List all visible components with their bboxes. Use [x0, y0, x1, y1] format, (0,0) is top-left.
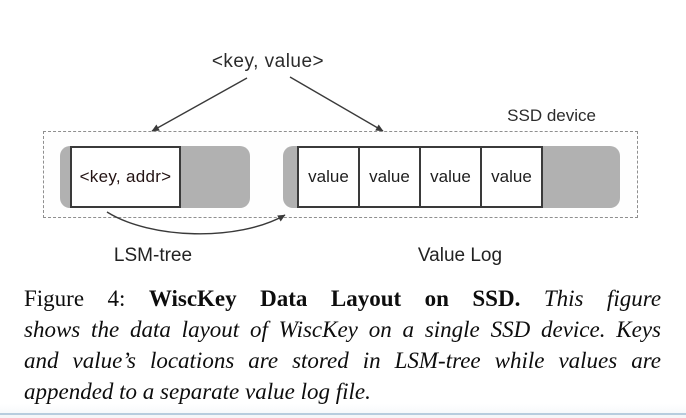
slide-below-divider	[0, 415, 686, 418]
value-cell-label: value	[369, 167, 410, 186]
caption-line-4: appended to a separate value log file.	[24, 379, 371, 404]
key-addr-label: <key, addr>	[79, 167, 172, 186]
slide-bottom-strip	[0, 404, 686, 418]
caption-text-start: This figure	[543, 286, 662, 311]
value-cell-label: value	[430, 167, 471, 186]
key-value-label: <key, value>	[211, 51, 325, 72]
value-cell: value	[482, 146, 543, 208]
ssd-device-label: SSD device	[507, 106, 596, 125]
lsm-tree-key-addr-box: <key, addr>	[70, 146, 181, 208]
lsm-tree-caption: LSM-tree	[113, 245, 193, 266]
caption-line-2: shows the data layout of WiscKey on a si…	[24, 317, 661, 342]
figure-title: WiscKey Data Layout on SSD.	[148, 286, 521, 311]
value-log-caption: Value Log	[417, 245, 503, 266]
caption-line-3: and value’s locations are stored in LSM-…	[24, 348, 661, 373]
value-cell: value	[421, 146, 482, 208]
caption-line-1: Figure 4: WiscKey Data Layout on SSD. Th…	[24, 283, 661, 314]
value-cell-label: value	[308, 167, 349, 186]
value-log-cells: value value value value	[297, 146, 543, 208]
value-cell-label: value	[491, 167, 532, 186]
figure-number: Figure 4:	[24, 286, 126, 311]
figure-caption: Figure 4: WiscKey Data Layout on SSD. Th…	[24, 283, 661, 407]
kv-to-vlog-arrow	[289, 76, 384, 132]
value-cell: value	[360, 146, 421, 208]
kv-to-lsm-arrow	[151, 77, 248, 132]
value-cell: value	[297, 146, 360, 208]
slide-divider-line	[0, 413, 686, 415]
